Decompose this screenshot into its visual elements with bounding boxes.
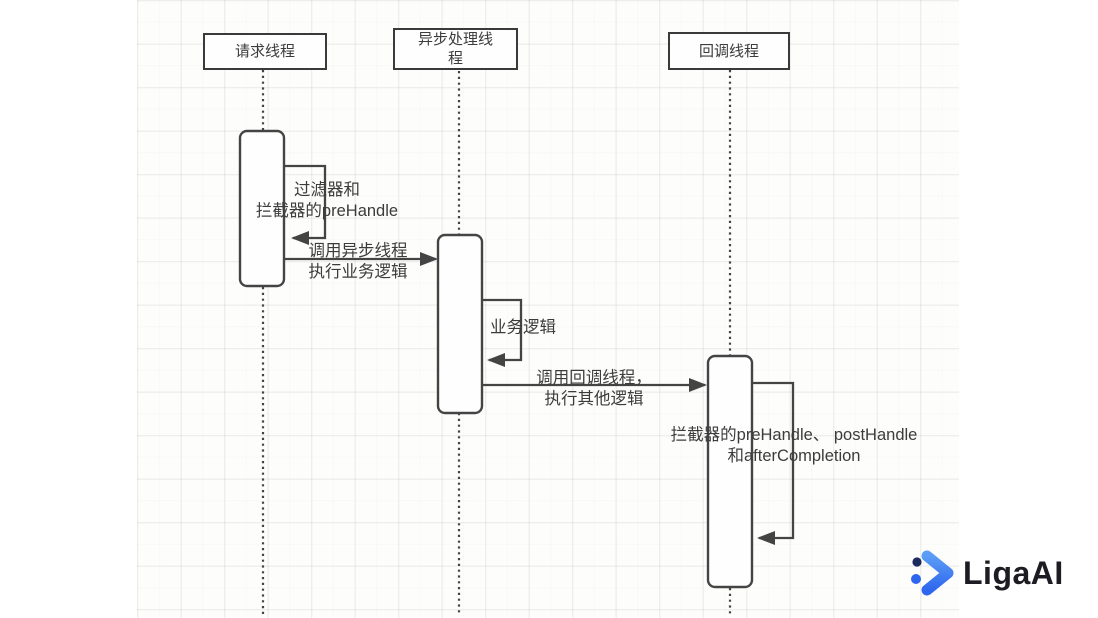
participant-callback-thread: 回调线程 bbox=[668, 32, 790, 70]
grid-background bbox=[137, 0, 959, 618]
message-label-call-async: 调用异步线程 执行业务逻辑 bbox=[308, 242, 408, 281]
participant-request-thread: 请求线程 bbox=[203, 33, 327, 70]
ligaai-logo-text: LigaAI bbox=[963, 554, 1064, 591]
self-message-business-logic-arrow bbox=[482, 298, 523, 367]
self-message-prehandle-arrow bbox=[284, 164, 327, 245]
activation-request-thread bbox=[238, 129, 286, 288]
ligaai-logo-icon bbox=[911, 550, 954, 596]
activation-callback-thread bbox=[706, 354, 754, 589]
message-label-call-callback: 调用回调线程， 执行其他逻辑 bbox=[536, 369, 652, 408]
participant-async-thread: 异步处理线 程 bbox=[393, 28, 518, 70]
message-label-aftercompletion: 拦截器的preHandle、 postHandle 和afterCompleti… bbox=[670, 426, 918, 465]
message-label-prehandle: 过滤器和 拦截器的preHandle bbox=[255, 181, 399, 220]
self-message-aftercompletion-arrow bbox=[752, 381, 795, 545]
ligaai-logo: LigaAI bbox=[910, 550, 1064, 596]
message-label-business-logic: 业务逻辑 bbox=[490, 318, 556, 337]
activation-async-thread bbox=[436, 233, 484, 415]
